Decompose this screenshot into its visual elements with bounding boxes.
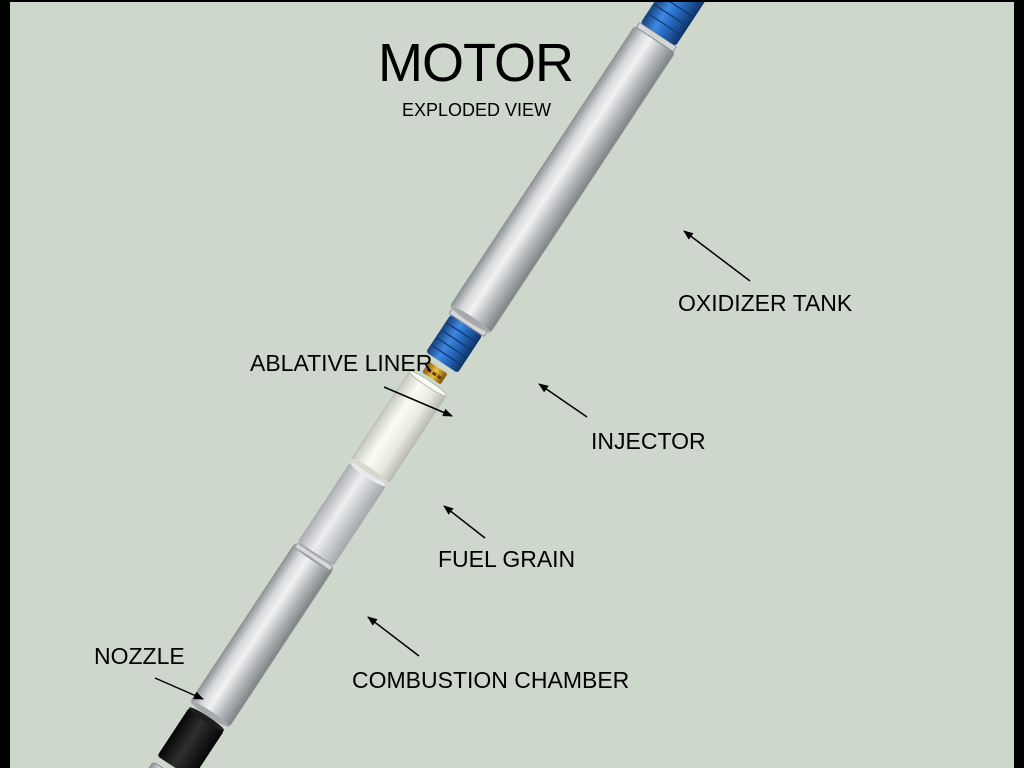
nozzle-arrow [154,677,204,700]
nozzle-ring [147,762,188,768]
diagram-canvas: MOTOR EXPLODED VIEW OXIDIZER TANK ABLATI… [10,2,1014,768]
fuel-grain-arrow [443,505,486,539]
tank-lower-fitting [427,308,488,372]
page-subtitle: EXPLODED VIEW [402,100,552,120]
fuel-grain-label: FUEL GRAIN [438,546,576,572]
fuel-grain [294,462,386,571]
combustion-chamber-label: COMBUSTION CHAMBER [352,667,630,693]
tank-upper-cap [641,2,720,45]
nozzle-label: NOZZLE [94,643,185,669]
oxidizer-tank-label: OXIDIZER TANK [678,290,853,316]
motor-assembly [147,2,720,768]
nozzle [158,707,225,768]
combustion-chamber [190,543,334,727]
injector-arrow [538,383,588,418]
motor-exploded-drawing [147,2,751,768]
oxidizer-tank [450,22,677,333]
ablative-liner [351,370,447,484]
ablative-liner-arrow [383,386,453,417]
injector-label: INJECTOR [591,428,706,454]
oxidizer-tank-arrow [683,230,751,282]
ablative-liner-label: ABLATIVE LINER [250,350,433,376]
page-title: MOTOR [378,33,574,93]
combustion-chamber-arrow [367,616,420,657]
injector [422,362,447,384]
